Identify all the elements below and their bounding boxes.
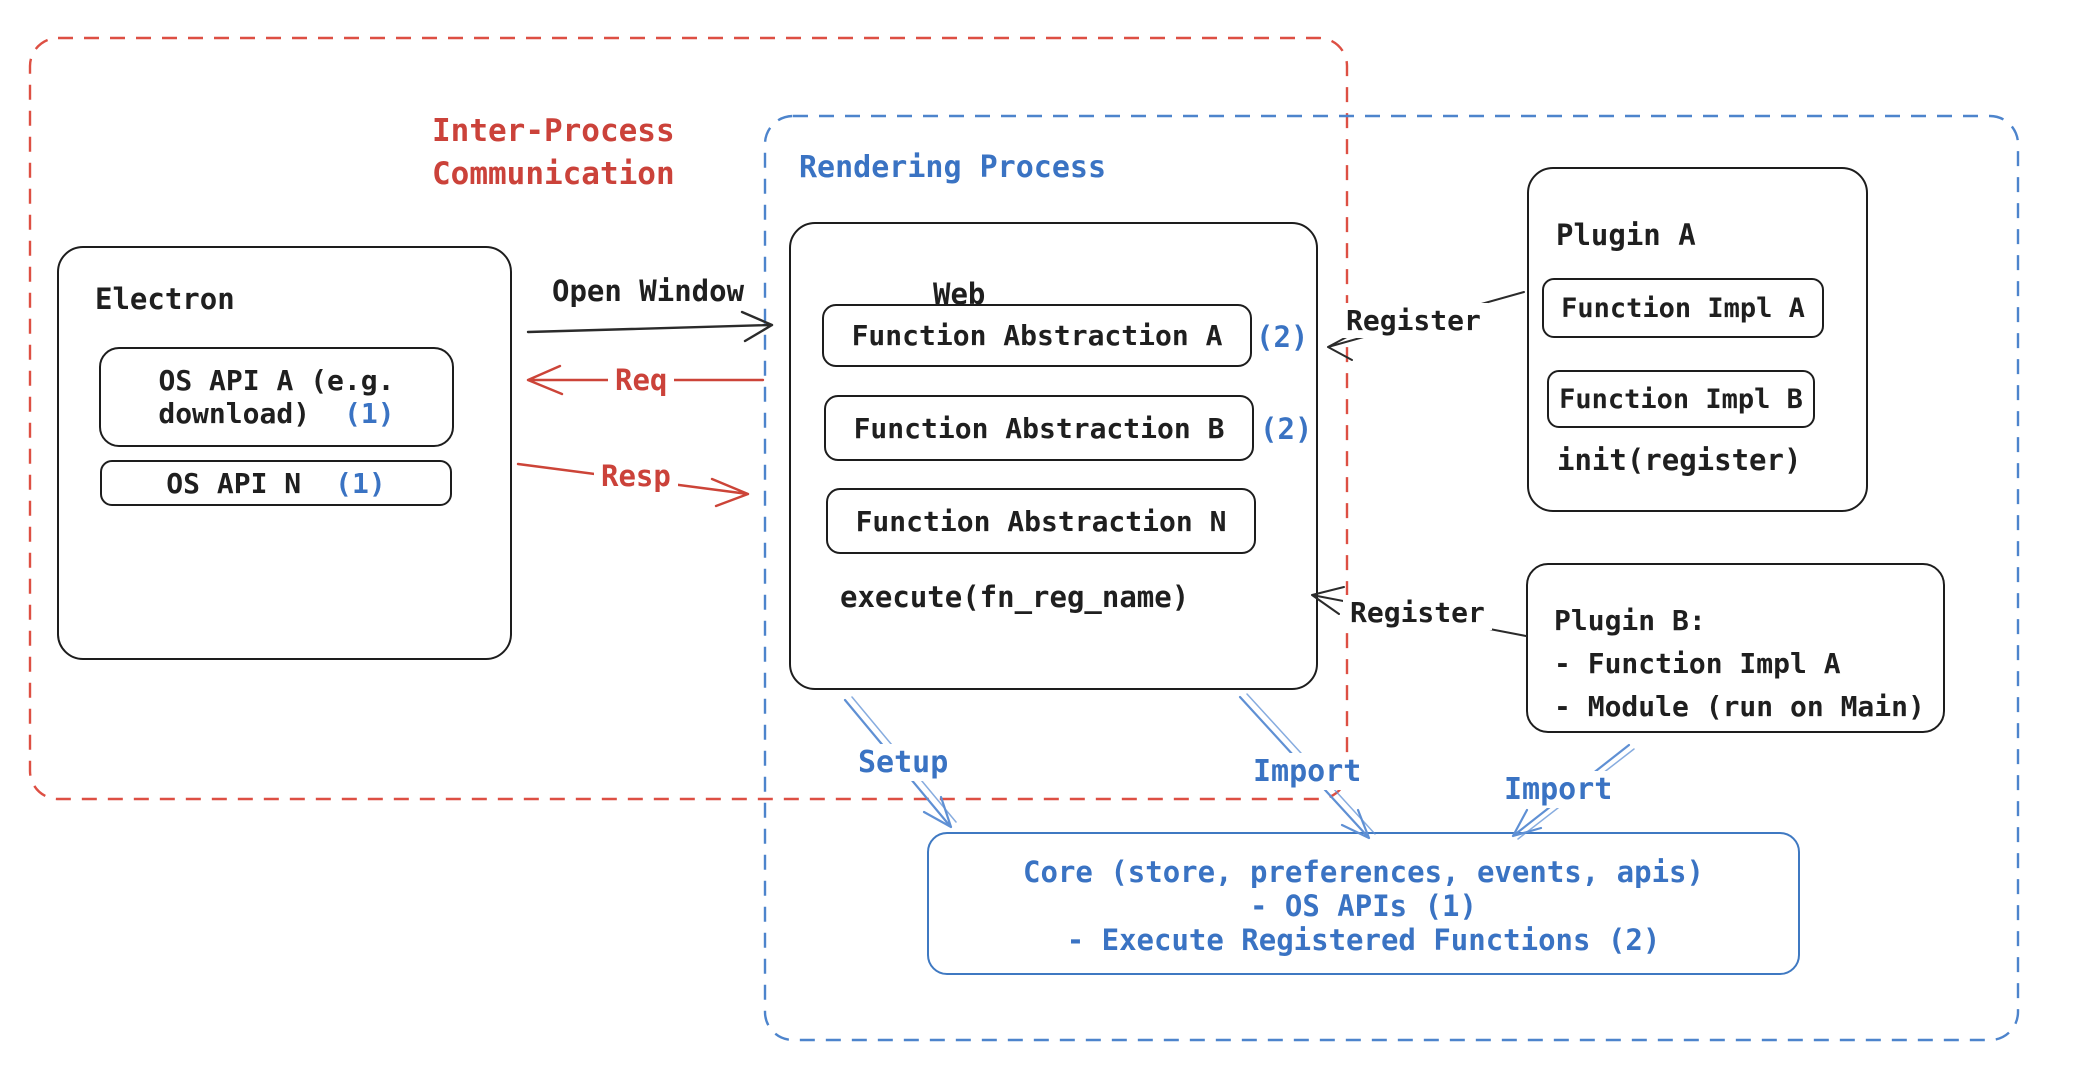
web-box: Web Function Abstraction A (2) Function …: [789, 222, 1318, 690]
function-abstraction-n-box: Function Abstraction N: [826, 488, 1256, 554]
function-abstraction-b-box: Function Abstraction B: [824, 395, 1254, 461]
core-content: Core (store, preferences, events, apis) …: [929, 855, 1798, 957]
function-impl-a-box: Function Impl A: [1542, 278, 1824, 338]
plugin-a-box: Plugin A Function Impl A Function Impl B…: [1527, 167, 1868, 512]
function-abstraction-a-label: Function Abstraction A: [851, 319, 1223, 352]
rendering-region-label: Rendering Process: [799, 150, 1107, 185]
plugin-b-box: Plugin B: - Function Impl A - Module (ru…: [1526, 563, 1945, 733]
open-window-arrow: [526, 310, 774, 343]
ipc-region-label: Inter-Process Communication: [432, 113, 675, 192]
core-box: Core (store, preferences, events, apis) …: [927, 832, 1800, 975]
electron-box: Electron OS API A (e.g. download)(1) OS …: [57, 246, 512, 660]
os-api-n-label: OS API N: [166, 466, 302, 500]
plugin-b-item-function-impl-a: - Function Impl A: [1554, 647, 1841, 680]
import-plugin-label: Import: [1497, 771, 1620, 808]
function-abstraction-b-label: Function Abstraction B: [853, 411, 1225, 445]
function-abstraction-b-badge: (2): [1260, 412, 1313, 446]
plugin-a-title: Plugin A: [1556, 218, 1696, 252]
function-abstraction-n-label: Function Abstraction N: [855, 504, 1227, 538]
function-impl-a-label: Function Impl A: [1561, 292, 1805, 324]
os-api-a-box: OS API A (e.g. download)(1): [99, 347, 454, 447]
import-web-label: Import: [1246, 753, 1369, 790]
resp-label: Resp: [594, 458, 678, 494]
core-line-os-apis: - OS APIs (1): [1250, 889, 1477, 923]
function-abstraction-a-badge: (2): [1256, 320, 1309, 354]
execute-label: execute(fn_reg_name): [840, 580, 1190, 614]
function-abstraction-a-box: Function Abstraction A: [822, 304, 1252, 367]
req-label: Req: [608, 362, 675, 398]
core-line-title: Core (store, preferences, events, apis): [1023, 855, 1704, 889]
register-plugin-b-label: Register: [1343, 595, 1492, 630]
register-plugin-a-label: Register: [1339, 303, 1488, 338]
electron-title: Electron: [95, 282, 235, 316]
setup-label: Setup: [851, 744, 956, 781]
init-register-label: init(register): [1557, 443, 1802, 477]
core-line-execute: - Execute Registered Functions (2): [1066, 923, 1661, 957]
os-api-n-badge: (1): [335, 466, 386, 500]
plugin-b-title: Plugin B:: [1554, 604, 1706, 637]
os-api-a-label: OS API A (e.g. download)(1): [158, 364, 395, 430]
plugin-b-item-module: - Module (run on Main): [1554, 690, 1925, 723]
os-api-a-badge: (1): [344, 397, 395, 430]
plugin-b-content: Plugin B: - Function Impl A - Module (ru…: [1554, 599, 1925, 728]
os-api-n-box: OS API N (1): [100, 460, 452, 506]
function-impl-b-box: Function Impl B: [1547, 370, 1815, 428]
open-window-label: Open Window: [552, 274, 745, 308]
function-impl-b-label: Function Impl B: [1559, 383, 1803, 415]
